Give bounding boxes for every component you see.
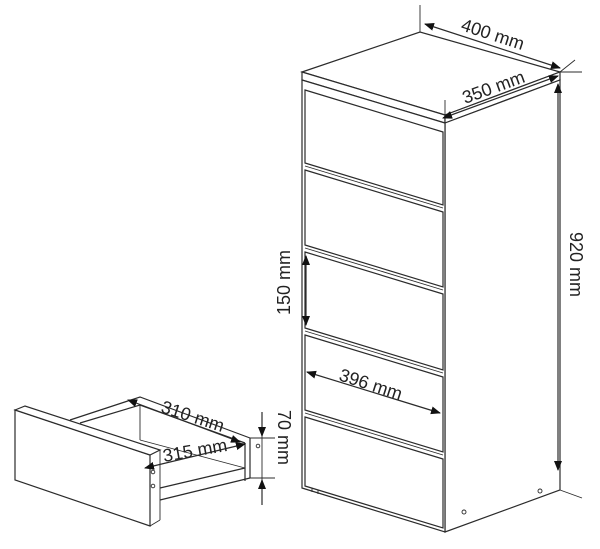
front-width-arrow [306,370,441,415]
label-drawer-inner-width: 310 mm [159,397,227,436]
drawer-inner-depth-arrow [144,442,246,470]
top-width-arrow [424,22,561,70]
dimension-lines [302,5,583,499]
drawer-inner-width-arrow [127,399,241,443]
drawer-front-5 [304,416,444,529]
label-height: 920 mm [566,232,586,297]
label-drawer-box-height: 70 mm [274,410,294,465]
drawer-detail [13,396,275,527]
drawer-front-1 [304,89,444,206]
cabinet [300,31,562,533]
label-drawer-height: 150 mm [274,250,294,315]
cabinet-side-panel [444,79,561,533]
top-depth-arrow [442,75,559,119]
drawer-front-2 [304,169,444,288]
